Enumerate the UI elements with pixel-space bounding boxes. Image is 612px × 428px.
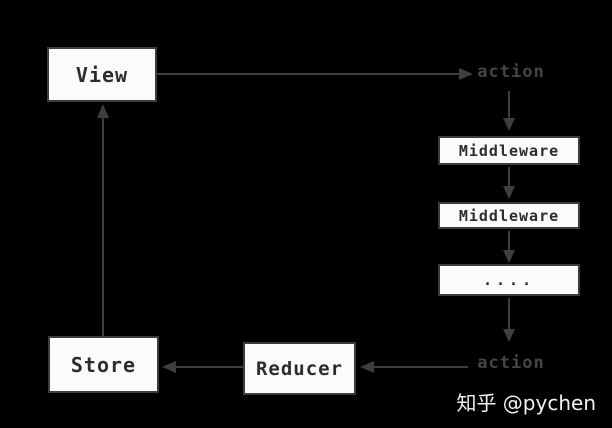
edge-more-to-action — [508, 298, 510, 329]
arrowhead-right-icon — [459, 68, 473, 80]
edge-label-action-top: action — [477, 62, 545, 82]
edge-action-to-reducer — [374, 366, 468, 368]
arrowhead-down-icon — [503, 186, 515, 199]
node-store: Store — [48, 336, 159, 393]
edge-reducer-to-store — [176, 366, 243, 368]
node-view: View — [47, 47, 157, 102]
edge-middleware-1-to-middleware-2 — [508, 167, 510, 186]
node-middleware-2: Middleware — [438, 202, 580, 229]
arrowhead-left-icon — [162, 361, 176, 373]
arrowhead-down-icon — [503, 118, 515, 131]
node-more-middleware-label: .... — [482, 271, 536, 289]
node-reducer: Reducer — [243, 342, 356, 395]
node-view-label: View — [75, 62, 129, 87]
edge-label-action-bottom: action — [477, 353, 545, 373]
arrowhead-down-icon — [503, 329, 515, 342]
watermark-zhihu-pychen: 知乎 @pychen — [456, 391, 596, 415]
arrowhead-left-icon — [360, 361, 374, 373]
edge-middleware-2-to-more — [508, 231, 510, 250]
node-reducer-label: Reducer — [255, 357, 344, 380]
node-more-middleware: .... — [438, 264, 580, 296]
node-middleware-1: Middleware — [438, 136, 580, 165]
node-middleware-1-label: Middleware — [458, 141, 560, 160]
arrowhead-down-icon — [503, 250, 515, 263]
node-store-label: Store — [70, 352, 137, 377]
edge-view-to-action — [157, 73, 459, 75]
edge-action-to-middleware-1 — [508, 91, 510, 119]
arrowhead-up-icon — [97, 104, 109, 118]
node-middleware-2-label: Middleware — [458, 206, 560, 225]
edge-store-to-view — [102, 118, 104, 336]
